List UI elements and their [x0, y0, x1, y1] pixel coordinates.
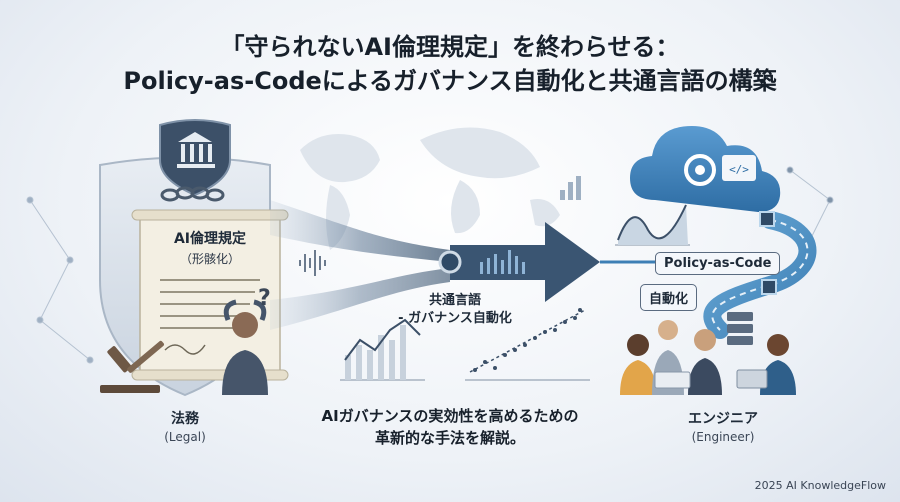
engineer-label-main: エンジニア — [688, 411, 758, 427]
common-language-line-2: - ガバナンス自動化 — [398, 311, 512, 326]
ethics-doc-title: AI倫理規定 — [173, 231, 247, 247]
road-node-top — [759, 211, 775, 227]
policy-as-code-tag: Policy-as-Code — [655, 252, 781, 275]
confused-person-icon — [222, 299, 268, 395]
common-language-label: 共通言語 - ガバナンス自動化 — [380, 292, 530, 328]
flow-stream-lower — [270, 268, 450, 330]
area-chart-icon — [615, 204, 690, 246]
bank-icon — [177, 132, 215, 168]
title-line-2: Policy-as-Codeによるガバナンス自動化と共通言語の構築 — [123, 67, 777, 95]
footer-credit: 2025 AI KnowledgeFlow — [754, 479, 886, 492]
caption: AIガバナンスの実効性を高めるための 革新的な手法を解説。 — [290, 405, 610, 449]
waveform — [299, 250, 326, 276]
common-language-line-1: 共通言語 — [428, 293, 481, 308]
question-mark-icon: ? — [258, 286, 271, 311]
junction-node — [438, 250, 462, 274]
road-node-bottom — [761, 279, 777, 295]
automation-tag: 自動化 — [640, 284, 698, 311]
page-title: 「守られないAI倫理規定」を終わらせる： Policy-as-Codeによるガバ… — [0, 30, 900, 98]
svg-text:</>: </> — [729, 163, 749, 176]
legal-label-main: 法務 — [171, 411, 199, 427]
engineer-team-icon — [620, 320, 796, 395]
ethics-doc-subtitle: （形骸化） — [179, 252, 240, 266]
engineer-label: エンジニア (Engineer) — [668, 408, 778, 444]
bar-line-chart-icon — [340, 318, 425, 381]
flow-stream-upper — [270, 200, 450, 262]
cloud-code-icon: </> — [630, 126, 781, 212]
bar-chart-icon — [560, 176, 581, 200]
scatter-chart-icon — [465, 308, 590, 381]
world-map — [300, 127, 560, 250]
engineer-label-sub: (Engineer) — [691, 430, 755, 444]
title-line-1: 「守られないAI倫理規定」を終わらせる： — [220, 33, 680, 61]
legal-label-sub: (Legal) — [164, 430, 206, 444]
chain-icon — [160, 186, 225, 202]
caption-line-1: AIガバナンスの実効性を高めるための — [321, 407, 579, 425]
legal-label: 法務 (Legal) — [145, 408, 225, 444]
gavel-icon — [100, 340, 164, 393]
caption-line-2: 革新的な手法を解説。 — [374, 429, 525, 447]
road-line — [711, 219, 809, 331]
arrow-bars — [480, 250, 525, 274]
badge-shield — [159, 119, 231, 197]
server-icon — [727, 312, 753, 345]
